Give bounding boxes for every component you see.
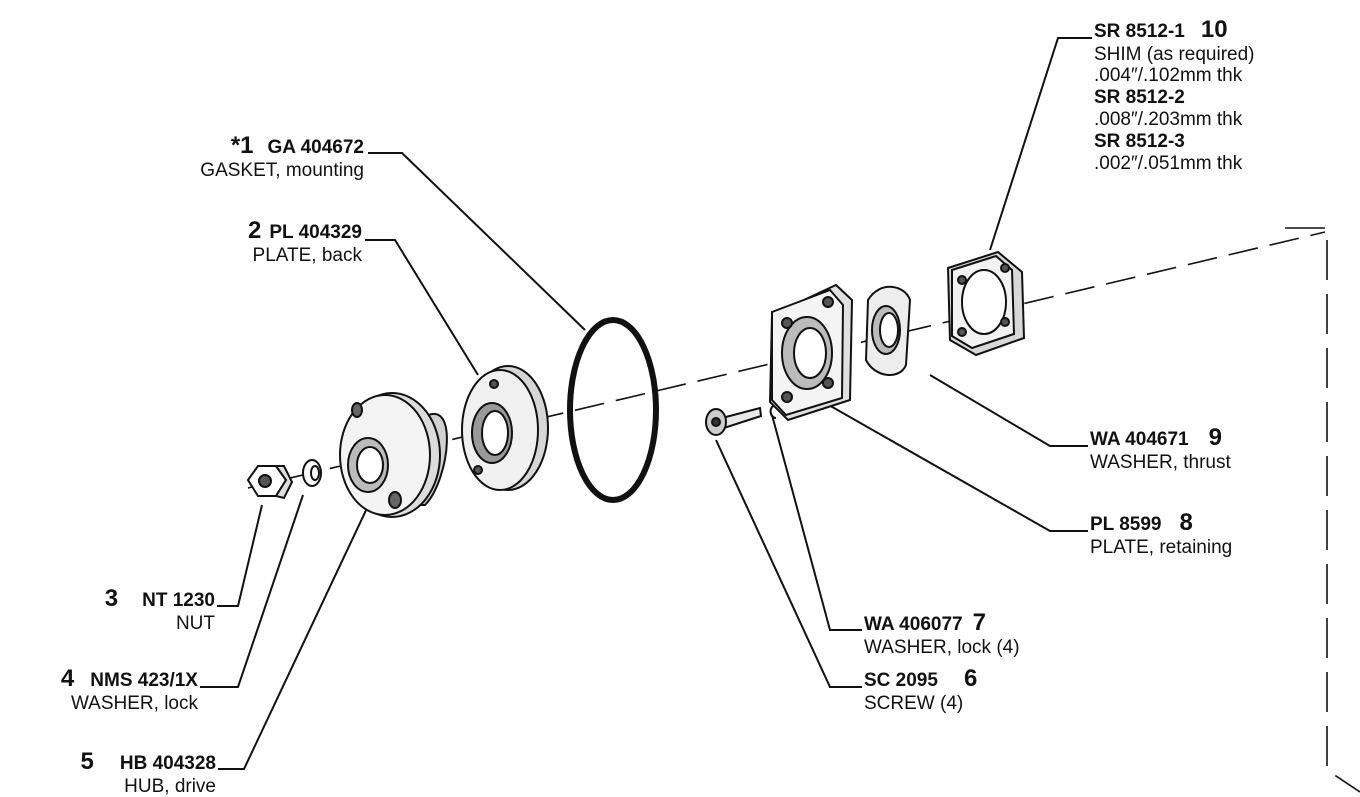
leader-p3: [217, 504, 263, 607]
label-part-2: 2 PL 404329 PLATE, back: [140, 217, 362, 266]
part-8-description: PLATE, retaining: [1090, 536, 1233, 558]
part-10-thickness-3: .002″/.051mm thk: [1094, 152, 1243, 174]
label-part-6: SC 2095 6 SCREW (4): [864, 665, 977, 714]
shim-part: [946, 250, 1026, 357]
part-1-description: GASKET, mounting: [200, 159, 364, 181]
part-9-number: 9: [1208, 424, 1222, 451]
part-4-description: WASHER, lock: [70, 692, 198, 714]
part-8-number: 8: [1179, 509, 1193, 536]
label-part-5: 5 HB 404328 HUB, drive: [20, 748, 216, 797]
part-2-number: 2: [248, 217, 262, 244]
leader-p7: [771, 414, 862, 631]
part-1-number: *1: [230, 132, 254, 159]
nut-part: [246, 465, 294, 500]
part-10-code-2: SR 8512-2: [1094, 87, 1185, 109]
label-part-8: PL 8599 8 PLATE, retaining: [1090, 509, 1232, 558]
part-7-code: WA 406077: [864, 614, 963, 635]
back-plate-part: [461, 365, 549, 491]
lock-washer-part: [302, 459, 322, 487]
part-3-code: NT 1230: [142, 590, 215, 611]
leader-p9: [929, 374, 1088, 447]
label-part-1: *1 GA 404672 GASKET, mounting: [140, 132, 364, 181]
part-9-code: WA 404671: [1090, 429, 1189, 450]
part-1-code: GA 404672: [267, 137, 364, 158]
leader-p4: [200, 494, 304, 688]
part-5-code: HB 404328: [119, 753, 216, 774]
part-3-number: 3: [104, 585, 119, 612]
part-10-thickness-2: .008″/.203mm thk: [1094, 109, 1243, 131]
label-part-4: 4 NMS 423/1X WASHER, lock: [6, 665, 198, 714]
part-2-code: PL 404329: [269, 222, 362, 243]
part-6-description: SCREW (4): [864, 692, 964, 714]
leader-p2: [365, 239, 479, 376]
label-part-7: WA 406077 7 WASHER, lock (4): [864, 609, 1020, 658]
leader-p10: [989, 37, 1092, 251]
part-7-number: 7: [972, 609, 986, 636]
part-4-code: NMS 423/1X: [90, 670, 198, 691]
label-part-9: WA 404671 9 WASHER, thrust: [1090, 424, 1231, 473]
part-10-description: SHIM (as required): [1094, 43, 1255, 65]
assembly-bracket: [1285, 227, 1360, 793]
part-8-code: PL 8599: [1090, 514, 1162, 535]
gasket-part: [567, 317, 659, 503]
part-5-description: HUB, drive: [124, 775, 216, 797]
leader-p8: [819, 399, 1088, 532]
part-3-description: NUT: [175, 612, 215, 634]
part-4-number: 4: [60, 665, 75, 692]
screw-part: [705, 406, 763, 436]
part-5-number: 5: [80, 748, 94, 775]
leader-p1: [368, 152, 586, 331]
leader-p5: [218, 469, 386, 770]
part-9-description: WASHER, thrust: [1090, 451, 1231, 473]
part-6-code: SC 2095: [864, 670, 938, 691]
part-10-code: SR 8512-1: [1094, 21, 1185, 42]
part-10-thickness-1: .004″/.102mm thk: [1094, 65, 1243, 87]
retaining-plate-part: [768, 283, 854, 422]
part-2-description: PLATE, back: [252, 244, 362, 266]
drive-hub-part: [339, 392, 448, 518]
part-10-number: 10: [1200, 16, 1228, 43]
part-6-number: 6: [963, 665, 978, 692]
label-part-10: SR 8512-1 10 SHIM (as required) .004″/.10…: [1094, 16, 1255, 175]
thrust-washer-part: [864, 285, 912, 376]
part-10-code-3: SR 8512-3: [1094, 130, 1185, 152]
part-7-description: WASHER, lock (4): [864, 636, 1020, 658]
label-part-3: 3 NT 1230 NUT: [50, 585, 215, 634]
leader-p6: [715, 439, 862, 688]
